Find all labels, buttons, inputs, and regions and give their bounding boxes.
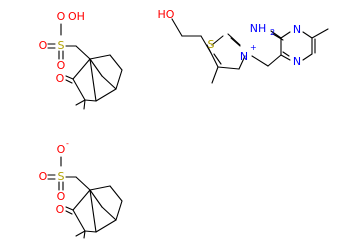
amine-subscript-label: 2 — [270, 28, 275, 37]
thiamine-cation: HO S N + NH 2 N N — [158, 8, 329, 84]
ketone-oxygen-label: O — [56, 72, 65, 85]
hydroxyl-label: OH — [68, 10, 85, 23]
camphorsulfonate-atom-labels: O - S O O O — [39, 139, 69, 216]
hydroxyl-label: HO — [158, 8, 175, 21]
pyrimidine-nitrogen-top-label: N — [293, 23, 301, 36]
positive-charge-label: + — [250, 43, 257, 52]
sulfonyl-oxygen-bottom-label: O — [57, 190, 66, 203]
pyrimidine-nitrogen-bottom-label: N — [293, 55, 301, 68]
sulfur-label: S — [58, 170, 65, 183]
thiamine-atom-labels: HO S N + NH 2 N N — [158, 8, 302, 68]
thiazolium-sulfur-label: S — [208, 38, 215, 51]
thiamine-bonds — [171, 18, 329, 84]
sulfonyl-oxygen-left-label: O — [39, 39, 48, 52]
oxide-oxygen-label: O — [57, 143, 66, 156]
thiazolium-nitrogen-label: N — [240, 50, 248, 63]
sulfonyl-oxygen-bottom-label: O — [57, 59, 66, 72]
camphorsulfonic-acid: O OH S O O O — [39, 10, 123, 110]
camphorsulfonate-anion: O - S O O O — [39, 139, 123, 239]
camphorsulfonic-acid-atom-labels: O OH S O O O — [39, 10, 85, 85]
sulfonyl-oxygen-left-label: O — [39, 170, 48, 183]
sulfonyl-oxygen-label: O — [57, 10, 66, 23]
sulfur-label: S — [58, 39, 65, 52]
camphorsulfonate-bonds — [47, 156, 123, 239]
camphorsulfonic-acid-bonds — [47, 23, 123, 110]
ketone-oxygen-label: O — [56, 203, 65, 216]
negative-charge-label: - — [66, 139, 69, 148]
amine-label: NH — [250, 22, 267, 35]
